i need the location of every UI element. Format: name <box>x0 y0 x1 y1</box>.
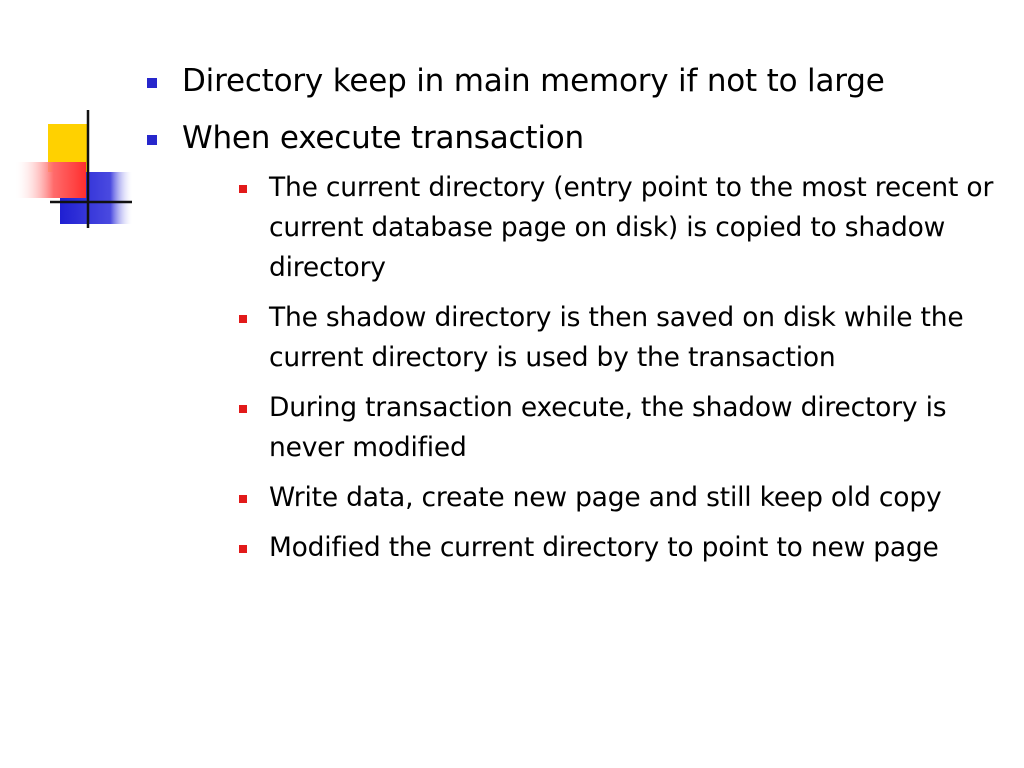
square-sub-bullet-icon <box>239 315 247 323</box>
square-sub-bullet-icon <box>239 495 247 503</box>
sub-bullet-item: Write data, create new page and still ke… <box>182 478 1010 518</box>
slide-content: Directory keep in main memory if not to … <box>140 62 1010 578</box>
decorative-logo <box>14 110 132 228</box>
sub-bullet-item: During transaction execute, the shadow d… <box>182 388 1010 468</box>
square-bullet-icon <box>147 135 157 145</box>
sub-bullet-list: The current directory (entry point to th… <box>182 168 1010 568</box>
bullet-text: Directory keep in main memory if not to … <box>182 63 885 99</box>
sub-bullet-text: The current directory (entry point to th… <box>269 172 994 283</box>
logo-red-bar <box>14 162 86 198</box>
bullet-item: Directory keep in main memory if not to … <box>140 62 1010 101</box>
sub-bullet-text: The shadow directory is then saved on di… <box>269 302 964 373</box>
sub-bullet-text: Write data, create new page and still ke… <box>269 482 942 513</box>
square-sub-bullet-icon <box>239 545 247 553</box>
square-sub-bullet-icon <box>239 405 247 413</box>
square-bullet-icon <box>147 78 157 88</box>
sub-bullet-text: Modified the current directory to point … <box>269 532 939 563</box>
sub-bullet-text: During transaction execute, the shadow d… <box>269 392 947 463</box>
sub-bullet-item: Modified the current directory to point … <box>182 528 1010 568</box>
square-sub-bullet-icon <box>239 185 247 193</box>
bullet-text: When execute transaction <box>182 120 584 156</box>
sub-bullet-item: The shadow directory is then saved on di… <box>182 298 1010 378</box>
sub-bullet-item: The current directory (entry point to th… <box>182 168 1010 288</box>
bullet-list: Directory keep in main memory if not to … <box>140 62 1010 568</box>
